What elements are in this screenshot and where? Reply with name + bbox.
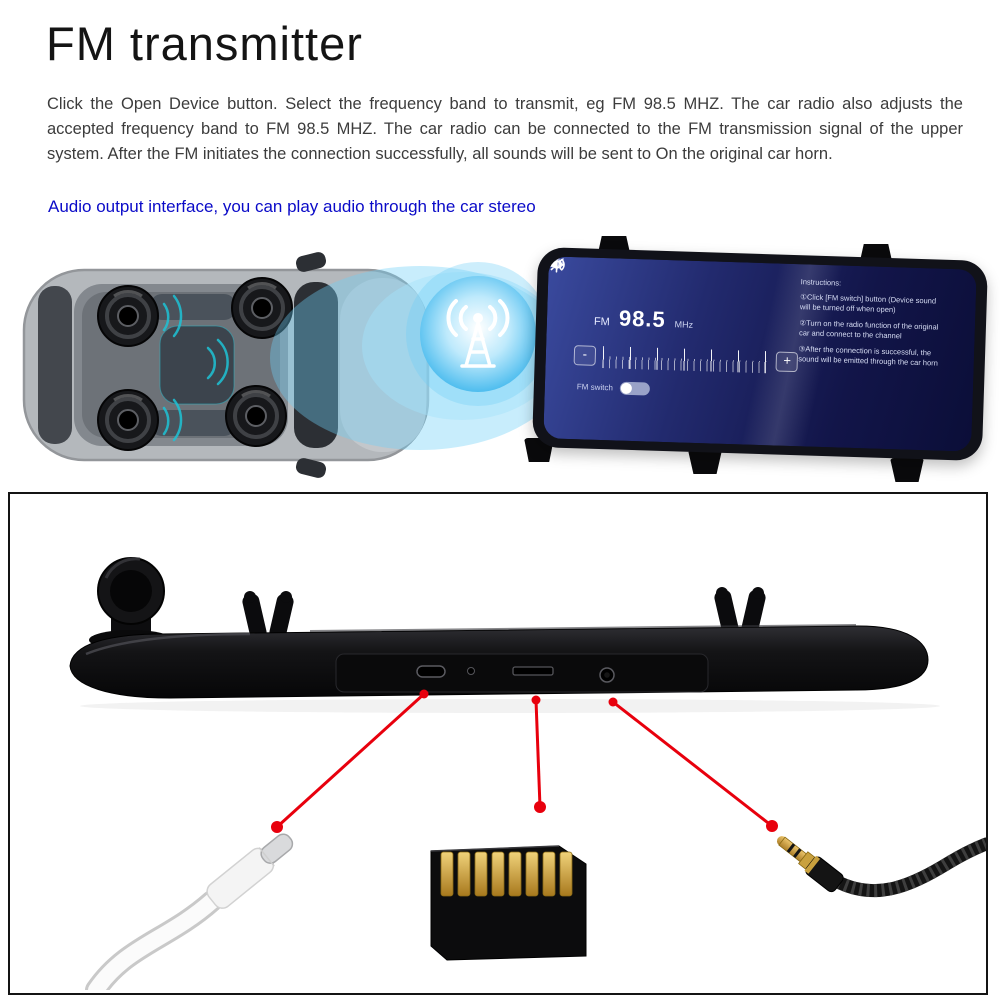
fm-switch-label: FM switch bbox=[576, 381, 614, 392]
audio-output-subtitle: Audio output interface, you can play aud… bbox=[48, 197, 536, 216]
ports-diagram bbox=[69, 557, 993, 1000]
toggle-knob bbox=[620, 382, 633, 394]
sd-card-slot bbox=[512, 666, 554, 676]
mic-hole bbox=[467, 667, 475, 675]
screen-side-icons bbox=[548, 256, 977, 452]
hero-illustration: FM 98.5 MHz - + FM switch Inst bbox=[0, 230, 1000, 488]
fm-switch-toggle[interactable] bbox=[619, 381, 651, 396]
car-speakers bbox=[97, 277, 293, 451]
fm-transmitter-icon bbox=[446, 299, 510, 368]
fm-switch-row: FM switch bbox=[577, 380, 798, 400]
frequency-unit: MHz bbox=[674, 318, 694, 330]
callout-dots bbox=[271, 689, 778, 833]
usb-c-port bbox=[416, 665, 446, 678]
mirror-bottom-edge bbox=[69, 624, 929, 699]
device-screen: FM 98.5 MHz - + FM switch Inst bbox=[543, 256, 977, 452]
frequency-display: FM 98.5 MHz bbox=[548, 256, 800, 337]
frequency-minus-button[interactable]: - bbox=[573, 344, 597, 366]
callout-lines bbox=[275, 692, 773, 829]
description-text: Click the Open Device button. Select the… bbox=[47, 95, 963, 163]
mount-clips bbox=[242, 587, 766, 640]
frequency-tuner: - + bbox=[573, 343, 799, 374]
page-title: FM transmitter bbox=[46, 17, 363, 70]
frequency-value: 98.5 bbox=[618, 305, 667, 332]
rearview-mirror-device: FM 98.5 MHz - + FM switch Inst bbox=[531, 246, 989, 462]
ports-panel bbox=[8, 492, 993, 1000]
instruction-item: ①Click [FM switch] button (Device sound … bbox=[799, 291, 937, 315]
fm-controls: FM 98.5 MHz - + FM switch bbox=[543, 256, 801, 446]
instructions-title: Instructions: bbox=[800, 277, 842, 288]
mount-clip bbox=[688, 450, 722, 474]
car-speakers-illustration bbox=[22, 252, 570, 478]
instruction-item: ②Turn on the radio function of the origi… bbox=[798, 317, 939, 341]
frequency-plus-button[interactable]: + bbox=[775, 351, 799, 372]
usb-c-cable bbox=[85, 833, 294, 1000]
instruction-item: ③After the connection is successful, the… bbox=[798, 343, 939, 368]
frequency-scale-slider[interactable] bbox=[602, 343, 770, 373]
instructions-panel: Instructions: ①Click [FM switch] button … bbox=[796, 264, 945, 450]
aux-jack bbox=[776, 836, 993, 898]
mount-clip bbox=[890, 458, 924, 482]
sound-wave-arcs bbox=[162, 294, 229, 442]
band-label: FM bbox=[593, 315, 611, 328]
micro-sd-card bbox=[430, 845, 587, 961]
